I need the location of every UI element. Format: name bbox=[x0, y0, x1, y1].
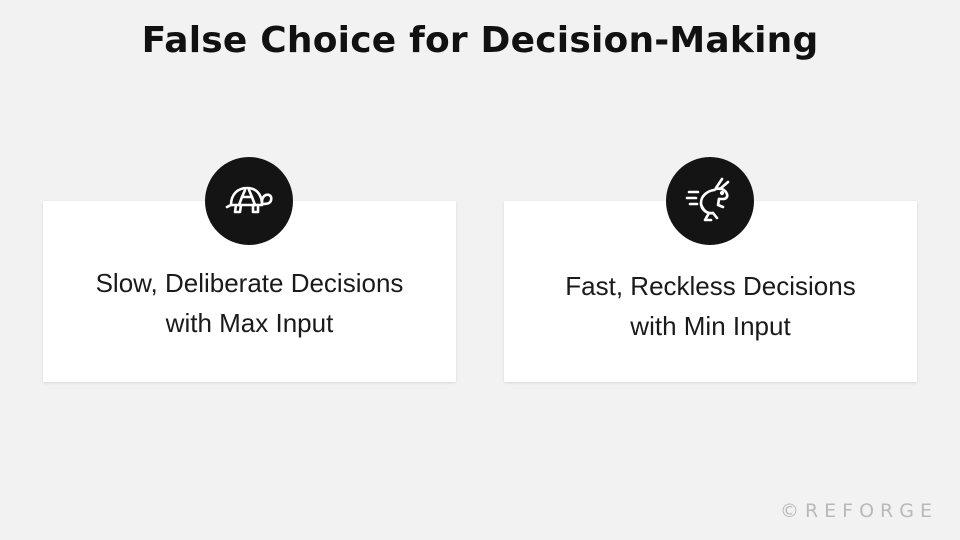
slide-title: False Choice for Decision-Making bbox=[141, 20, 819, 61]
option-text-slow: Slow, Deliberate Decisions with Max Inpu… bbox=[43, 263, 456, 343]
rabbit-icon bbox=[666, 157, 754, 245]
option-line2-slow: with Max Input bbox=[165, 308, 334, 338]
option-line1-fast: Fast, Reckless Decisions bbox=[565, 271, 856, 301]
option-text-fast: Fast, Reckless Decisions with Min Input bbox=[504, 266, 917, 346]
turtle-icon bbox=[205, 157, 293, 245]
option-line1-slow: Slow, Deliberate Decisions bbox=[95, 268, 404, 298]
reforge-watermark: ©REFORGE bbox=[779, 500, 938, 522]
option-line2-fast: with Min Input bbox=[630, 311, 791, 341]
